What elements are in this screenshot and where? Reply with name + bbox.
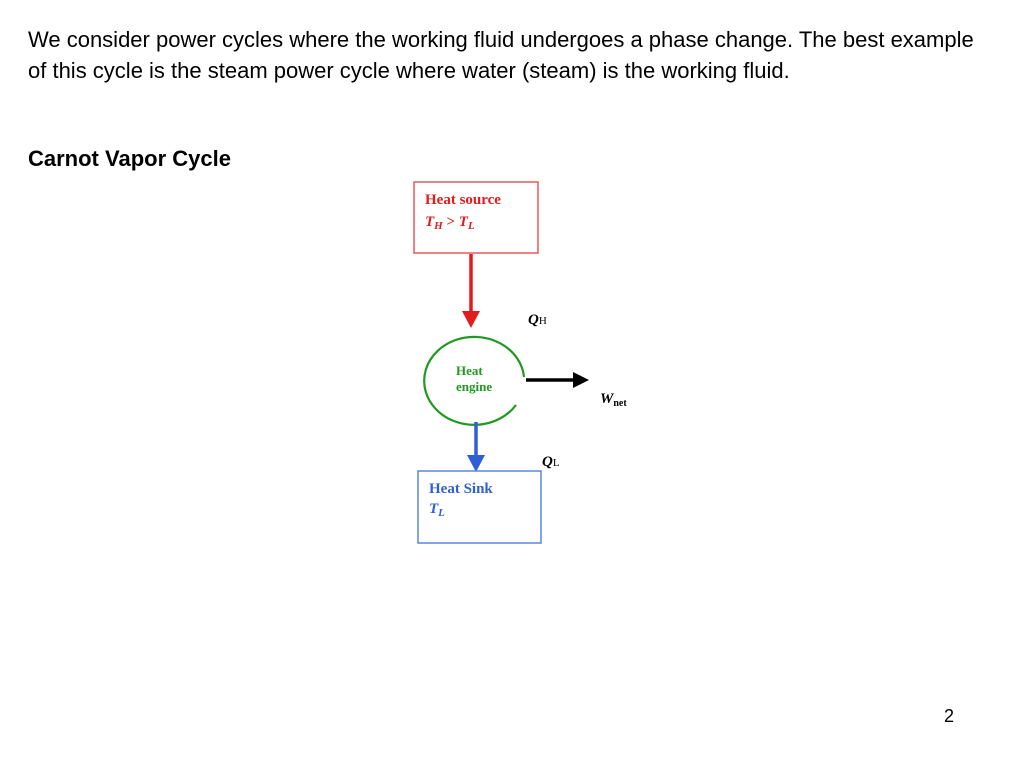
heat-sink-box (417, 470, 542, 544)
heat-in-label: QH (528, 312, 547, 328)
qh-symbol: Q (528, 312, 539, 328)
heat-source-box (413, 181, 539, 254)
heat-out-arrow-head (467, 455, 485, 472)
tl-symbol: T (459, 214, 469, 230)
work-out-label: Wnet (600, 391, 627, 409)
work-out-arrow-head (573, 372, 589, 388)
w-symbol: W (600, 391, 615, 407)
temperature-relation: > (443, 214, 459, 230)
qh-subscript: H (539, 315, 547, 327)
tl-sink-symbol: T (429, 501, 439, 517)
heat-source-temperature: TH > TL (425, 214, 475, 232)
th-subscript: H (433, 220, 443, 232)
intro-paragraph: We consider power cycles where the worki… (28, 27, 974, 83)
section-title: Carnot Vapor Cycle (28, 146, 231, 171)
heat-sink-temperature: TL (429, 501, 445, 519)
w-subscript: net (613, 398, 627, 409)
heat-engine-circle (423, 335, 526, 426)
ql-subscript: L (553, 457, 560, 469)
heat-out-label: QL (542, 454, 560, 470)
th-symbol: T (425, 214, 435, 230)
heat-source-label: Heat source (425, 192, 501, 208)
tl-sink-subscript: L (437, 507, 445, 519)
heat-sink-label: Heat Sink (429, 481, 493, 497)
ql-symbol: Q (542, 454, 553, 470)
engine-label-line2: engine (456, 379, 492, 394)
page-number: 2 (944, 706, 955, 726)
tl-subscript: L (467, 220, 475, 232)
heat-in-arrow-head (462, 311, 480, 328)
engine-label-line1: Heat (456, 363, 483, 378)
